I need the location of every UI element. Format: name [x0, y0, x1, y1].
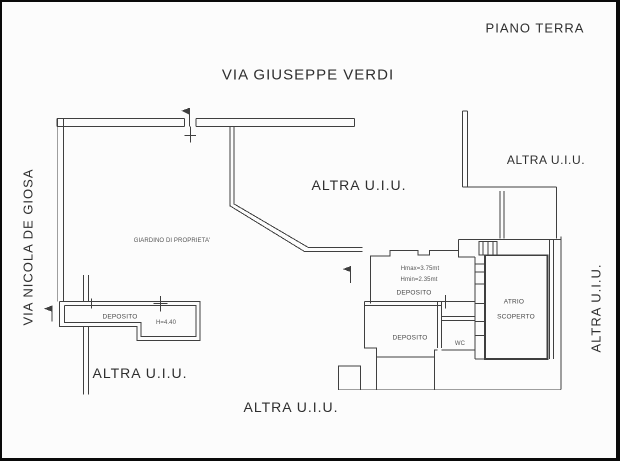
- wc-label: WC: [454, 341, 466, 347]
- deposito-main-label: DEPOSITO: [396, 289, 432, 297]
- altra-uiu-top-right: ALTRA U.I.U.: [506, 153, 586, 167]
- garden-label: GIARDINO DI PROPRIETA': [133, 238, 211, 244]
- top-boundary-wall: [56, 118, 355, 128]
- gate-entrance-flag-icon: [181, 107, 190, 115]
- altra-uiu-bottom-center: ALTRA U.I.U.: [243, 399, 339, 415]
- gate-door-tick: [184, 126, 197, 143]
- left-deposito-inner-wall: [64, 305, 197, 337]
- atrio-label-line1: ATRIO: [503, 298, 525, 306]
- lower-deposito-outline: [363, 301, 438, 358]
- bottom-walls: [338, 357, 562, 391]
- altra-uiu-bottom-left: ALTRA U.I.U.: [92, 365, 188, 381]
- altra-uiu-right: ALTRA U.I.U.: [588, 263, 604, 353]
- deposito-main-hmax: Hmax=3.75mt: [400, 266, 440, 272]
- garden-fence: [229, 126, 363, 252]
- atrio-scoperto-outline: [484, 254, 549, 360]
- service-strip-walls: [474, 257, 486, 360]
- street-entrance-flag-icon: [43, 305, 52, 312]
- deposito-left-height: H=4.40: [155, 320, 177, 326]
- room-divider-walls: [364, 301, 476, 349]
- street-name-left: VIA NICOLA DE GIOSA: [20, 168, 36, 326]
- survey-cross-icon: [439, 294, 452, 309]
- street-name-top: VIA GIUSEPPE VERDI: [221, 66, 395, 84]
- deposito-left-label: DEPOSITO: [102, 313, 138, 321]
- wc-walls: [441, 316, 476, 351]
- deposito-main-hmin: Hmin=2.35mt: [400, 277, 438, 283]
- left-deposito-outer-wall: [59, 301, 201, 341]
- survey-cross-icon: [153, 295, 168, 312]
- atrio-label-line2: SCOPERTO: [497, 313, 535, 321]
- page-title: PIANO TERRA: [485, 20, 585, 36]
- building-top-wall: [457, 238, 562, 251]
- altra-uiu-center: ALTRA U.I.U.: [311, 177, 407, 193]
- bottom-small-structure: [338, 365, 361, 391]
- left-boundary-wall: [57, 118, 89, 395]
- floor-plan-drawing: [43, 107, 562, 395]
- stairs-icon: [482, 241, 494, 256]
- right-boundary-walls: [548, 236, 562, 390]
- deposito-lower-label: DEPOSITO: [392, 334, 428, 342]
- building-entrance-flag-icon: [342, 266, 351, 273]
- top-right-unit-walls: [461, 110, 557, 239]
- main-deposito-outline: [369, 249, 476, 304]
